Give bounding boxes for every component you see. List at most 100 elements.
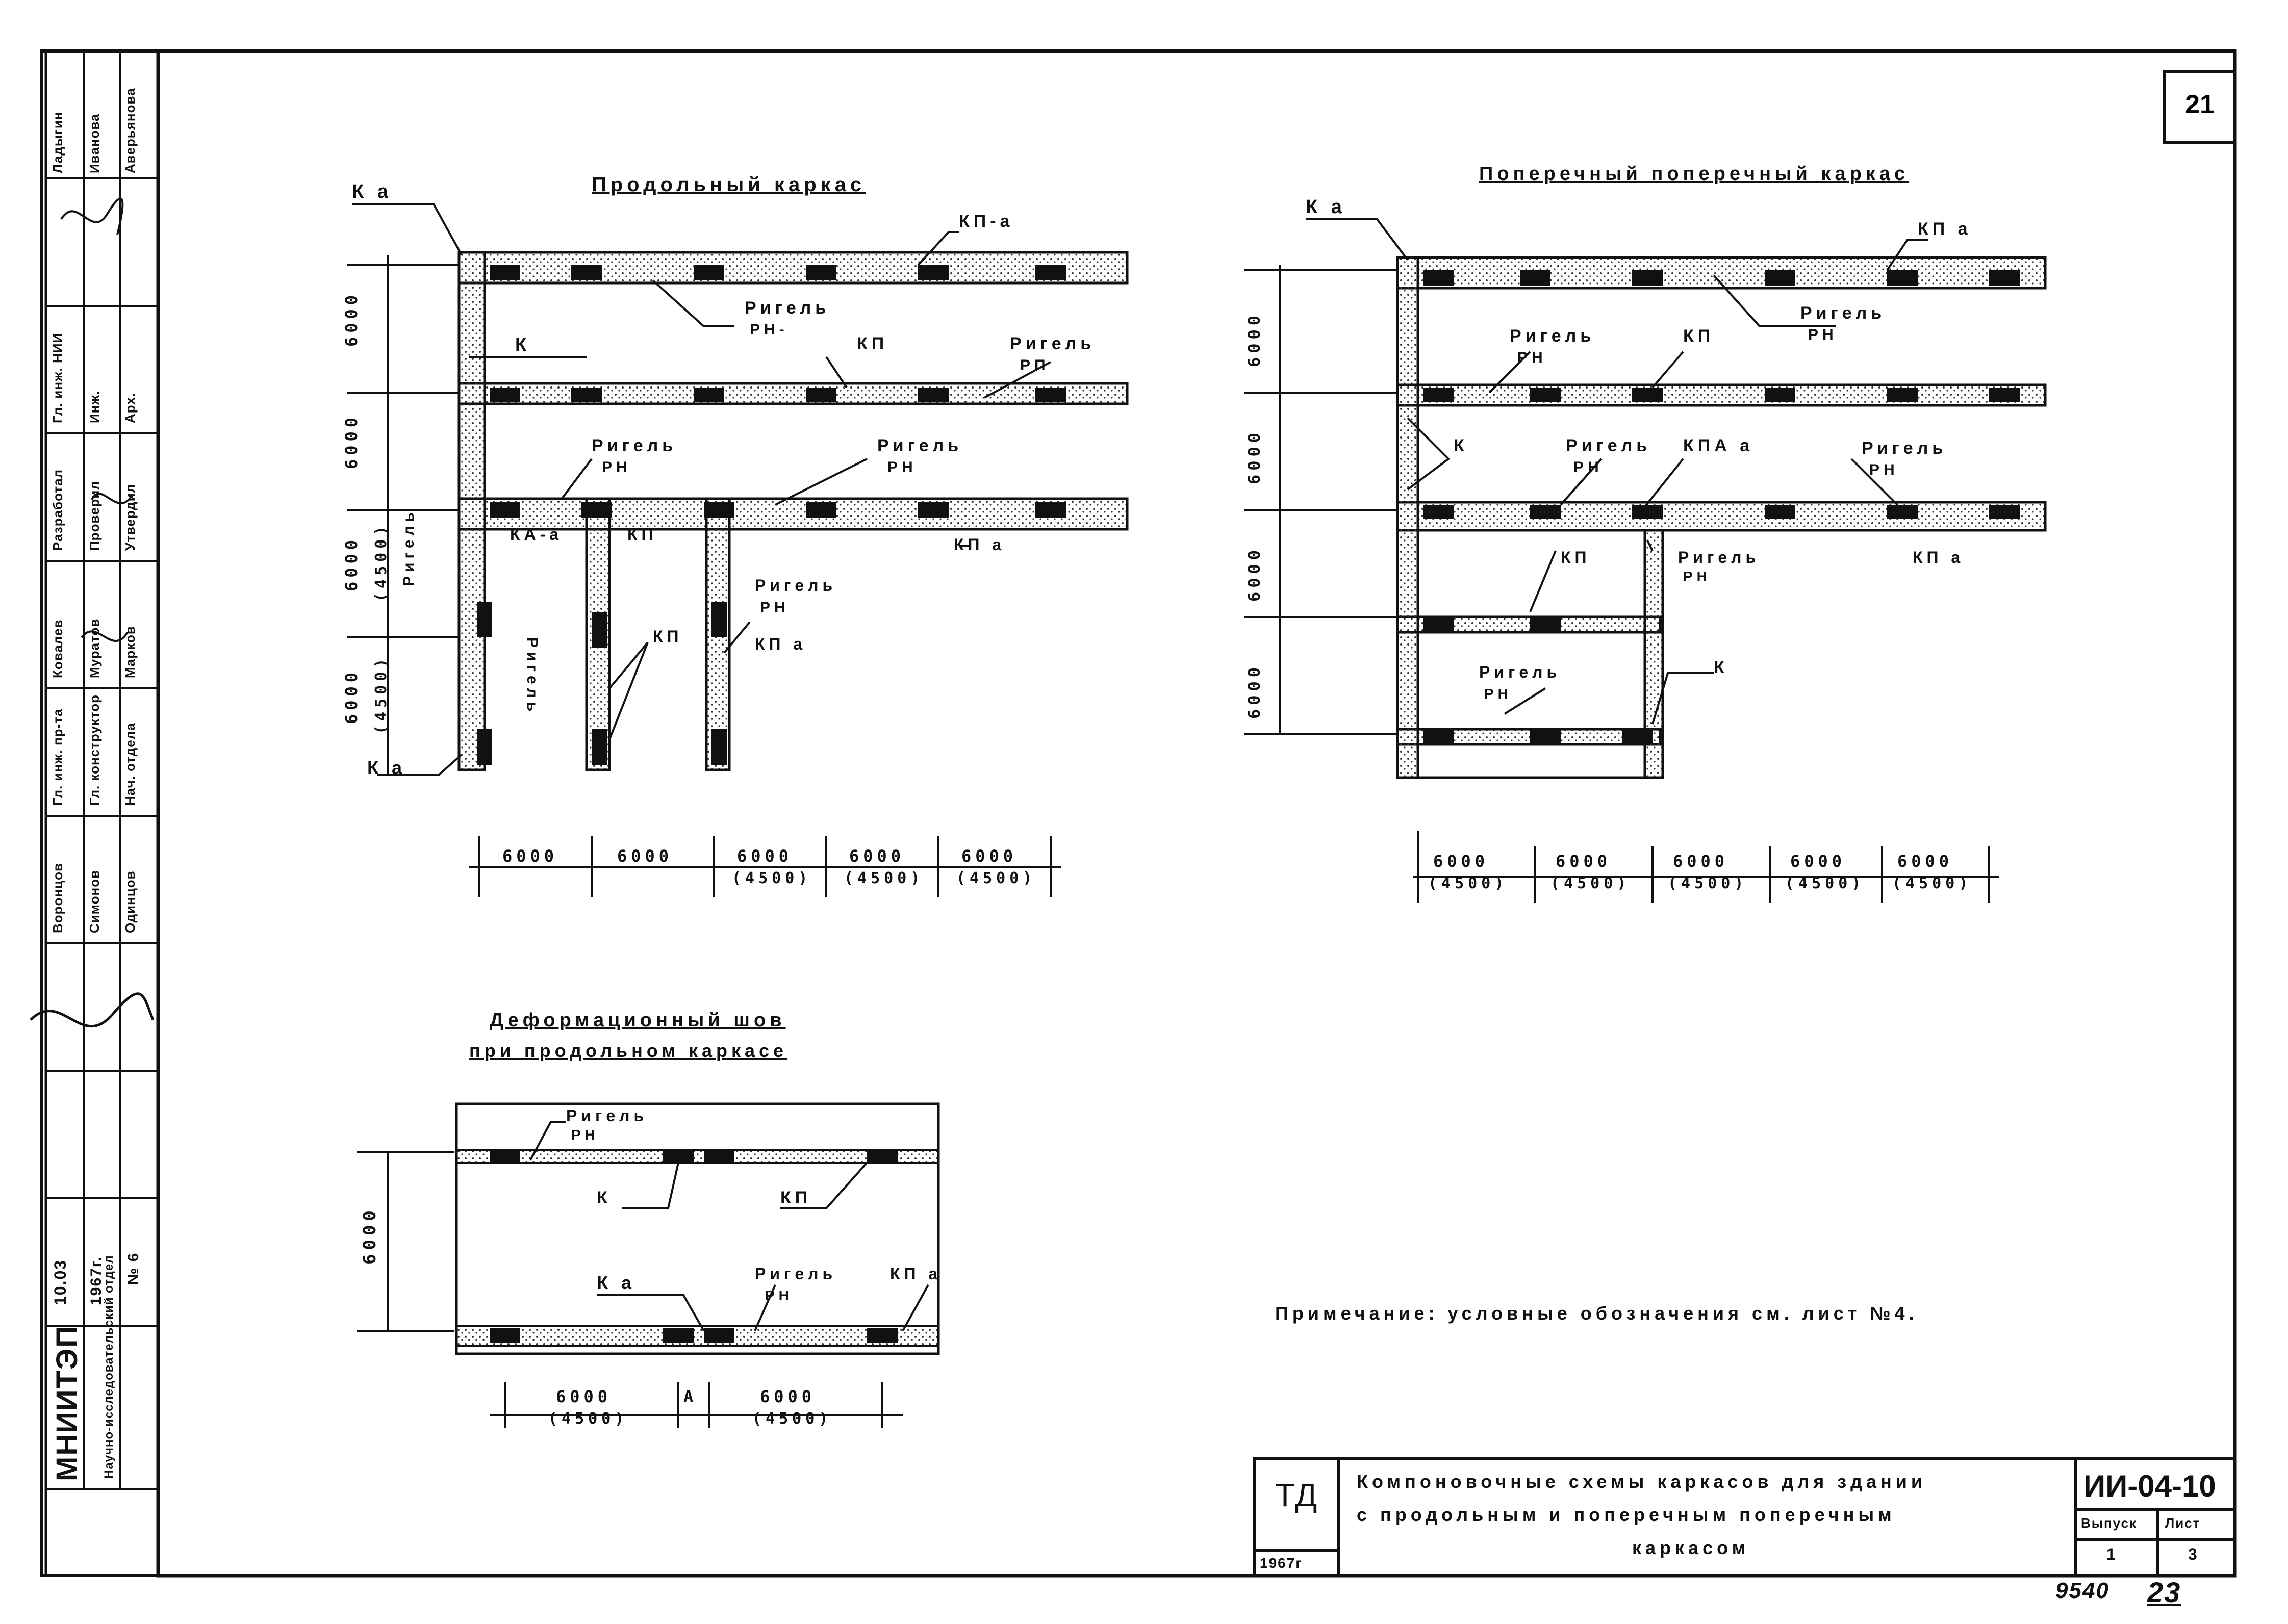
height-dim-alt: (4500)	[372, 522, 390, 602]
height-dim: 6000	[342, 535, 361, 591]
side-year: 1967г.	[88, 1256, 105, 1305]
side-name: Ковалев	[50, 619, 65, 678]
height-dim: 6000	[1244, 663, 1264, 719]
span-dim: 6000	[502, 846, 558, 866]
span-dim: 6000	[760, 1387, 816, 1406]
span-dim-alt: (4500)	[1785, 874, 1865, 892]
span-dim: 6000	[1556, 852, 1612, 871]
label-rigel: Ригель	[1510, 326, 1595, 346]
side-row: Разработал	[50, 469, 65, 551]
side-name: Аверьянова	[122, 88, 138, 173]
label-rigel-sub: РН	[1484, 686, 1512, 702]
label-kp-a: КП а	[1918, 219, 1972, 239]
joint-frame	[455, 1102, 940, 1355]
slab	[457, 251, 1129, 285]
label-rigel: Ригель	[1566, 436, 1651, 455]
label-rigel: Ригель	[1800, 303, 1886, 323]
span-dim-alt: (4500)	[732, 869, 812, 887]
longitudinal-view-title: Продольный каркас	[592, 173, 866, 196]
label-k: К	[515, 334, 530, 355]
joint-view-title: Деформационный шов	[490, 1010, 786, 1031]
label-kp: КП	[1683, 326, 1715, 346]
label-kpa: КПА а	[1683, 436, 1754, 455]
page-number-box	[2163, 70, 2236, 144]
label-rigel-sub: РН	[1683, 569, 1711, 584]
column	[457, 251, 486, 771]
span-dim-gap: А	[683, 1387, 698, 1406]
page-number: 21	[2185, 90, 2215, 119]
label-ka: К а	[367, 757, 406, 778]
side-row: Нач. отдела	[122, 723, 138, 806]
td-mark: ТД	[1275, 1477, 1318, 1513]
label-ka: К а	[1306, 196, 1346, 218]
side-row: Гл. инж. НИИ	[50, 332, 65, 423]
title-block-line3: каркасом	[1632, 1537, 1750, 1558]
span-dim-alt: (4500)	[844, 869, 924, 887]
label-rigel: Ригель	[755, 576, 837, 595]
label-rigel-sub: РН	[887, 459, 917, 476]
title-block-line2: с продольным и поперечным поперечным	[1357, 1504, 1896, 1525]
side-name: Одинцов	[122, 870, 138, 933]
side-name: Марков	[122, 626, 138, 678]
label-rigel-sub: РН	[1808, 326, 1838, 343]
label-k: К	[597, 1188, 612, 1207]
height-dim: 6000	[1244, 311, 1264, 367]
span-dim-alt: (4500)	[1550, 874, 1631, 892]
drawing-code: ИИ-04-10	[2083, 1469, 2216, 1503]
label-kp: КП	[857, 334, 888, 353]
height-dim: 6000	[342, 668, 361, 724]
label-rigel-vertical: Ригель	[400, 508, 417, 586]
span-dim: 6000	[737, 846, 793, 866]
joint-view-subtitle: при продольном каркасе	[469, 1040, 788, 1061]
label-rigel: Ригель	[566, 1106, 648, 1125]
sheet-note: Примечание: условные обозначения см. лис…	[1275, 1303, 1918, 1324]
slab	[455, 1325, 939, 1347]
side-row: Гл. инж. пр-та	[50, 708, 65, 806]
sheet-header: Лист	[2165, 1515, 2201, 1531]
label-rigel-sub: РН	[760, 599, 790, 616]
side-row: Арх.	[122, 393, 138, 423]
label-k: К	[1454, 436, 1468, 455]
side-name: Воронцов	[50, 863, 65, 933]
side-org: МНИИТЭП	[50, 1325, 84, 1481]
label-kp-a: КП а	[755, 635, 807, 653]
span-dim-alt: (4500)	[1668, 874, 1748, 892]
span-dim: 6000	[556, 1387, 612, 1406]
deformation-joint-view	[357, 1102, 940, 1428]
label-rigel: Ригель	[1010, 334, 1096, 353]
side-date: 10.03	[51, 1259, 69, 1305]
span-dim: 6000	[1673, 852, 1729, 871]
label-kp-a: КП-а	[959, 212, 1014, 231]
side-row: Гл. конструктор	[87, 694, 102, 806]
slab	[1396, 383, 2047, 407]
side-name: Симонов	[87, 869, 102, 933]
label-rigel: Ригель	[1479, 663, 1561, 681]
label-kp: КП	[780, 1188, 812, 1207]
span-dim-alt: (4500)	[1892, 874, 1972, 892]
height-dim: 6000	[1244, 546, 1264, 602]
label-rigel-sub: РН	[1869, 461, 1899, 478]
label-rigel-sub: РН	[1573, 459, 1603, 476]
side-no: № 6	[125, 1252, 142, 1285]
side-name: Иванова	[87, 113, 102, 173]
label-rigel: Ригель	[1862, 439, 1947, 458]
slab	[1396, 501, 2047, 532]
label-rigel-sub: РН	[571, 1127, 599, 1143]
span-dim: 6000	[961, 846, 1018, 866]
slab	[457, 382, 1129, 405]
longitudinal-frame-view	[347, 203, 1129, 897]
side-row: Проверил	[87, 481, 102, 551]
label-rigel-vertical: Ригель	[524, 637, 541, 716]
stamp-code: 9540	[2055, 1578, 2109, 1603]
label-rigel: Ригель	[1678, 548, 1760, 566]
partial-frame-view	[1244, 218, 2047, 903]
span-dim-alt: (4500)	[1428, 874, 1508, 892]
label-kp: КП	[653, 627, 683, 646]
label-ka: К а	[597, 1272, 635, 1293]
label-ka-a: КА-а	[510, 525, 563, 544]
span-dim: 6000	[849, 846, 905, 866]
side-name: Ладыгин	[50, 111, 65, 173]
label-k: К	[1714, 658, 1728, 677]
label-rigel: Ригель	[592, 436, 677, 455]
